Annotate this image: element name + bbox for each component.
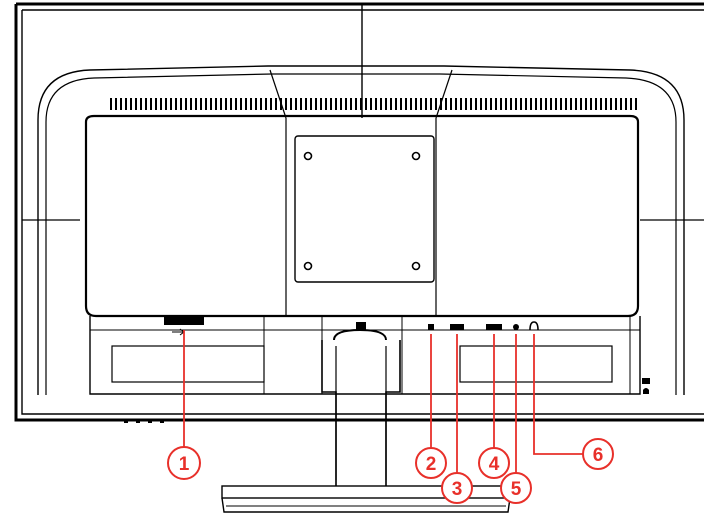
usb-port: [164, 316, 204, 325]
leader-6: [533, 334, 583, 455]
displayport-icon: [486, 324, 502, 330]
callout-circles: [167, 438, 614, 504]
main-bulge: [84, 114, 640, 318]
callout-number-3: 3: [452, 479, 463, 500]
rear-housing-inner: [45, 73, 677, 395]
callout-circle-4: [478, 447, 510, 479]
monitor-shell-inner: [21, 9, 704, 415]
kensington-slot: [642, 378, 650, 384]
port-strip: [89, 316, 641, 395]
callout-circle-2: [415, 447, 447, 479]
earphone-icon: [529, 321, 539, 331]
callout-circle-3: [441, 472, 473, 504]
right-recess: [459, 345, 613, 383]
stand-column: [321, 340, 401, 486]
callout-circle-6: [582, 438, 614, 470]
left-recess: [111, 345, 265, 383]
vesa-mount-plate: [294, 135, 435, 283]
stand-column-inner: [335, 346, 387, 480]
neck-line-left: [269, 69, 287, 119]
neck-line-right: [435, 69, 453, 119]
callout-number-4: 4: [489, 454, 500, 475]
vesa-screw-hole: [411, 151, 421, 161]
vesa-screw-hole: [303, 261, 313, 271]
vesa-screw-hole: [411, 261, 421, 271]
lock-icon: [643, 388, 649, 394]
callout-number-2: 2: [426, 454, 437, 475]
monitor-shell: [14, 2, 704, 422]
stand-hinge: [356, 322, 366, 330]
audio-in-icon: [513, 324, 519, 330]
hdmi-port-icon: [450, 324, 464, 330]
stand-neck: [333, 328, 387, 341]
callout-number-6: 6: [593, 445, 604, 466]
callout-leaders: [183, 330, 583, 474]
vesa-screw-hole: [303, 151, 313, 161]
stand-foot: [221, 497, 511, 513]
rear-housing: [37, 65, 685, 395]
callout-number-1: 1: [179, 454, 190, 475]
callout-circle-1: [167, 446, 201, 480]
power-port-icon: [428, 324, 434, 330]
callout-circle-5: [500, 472, 532, 504]
callout-number-5: 5: [511, 479, 522, 500]
